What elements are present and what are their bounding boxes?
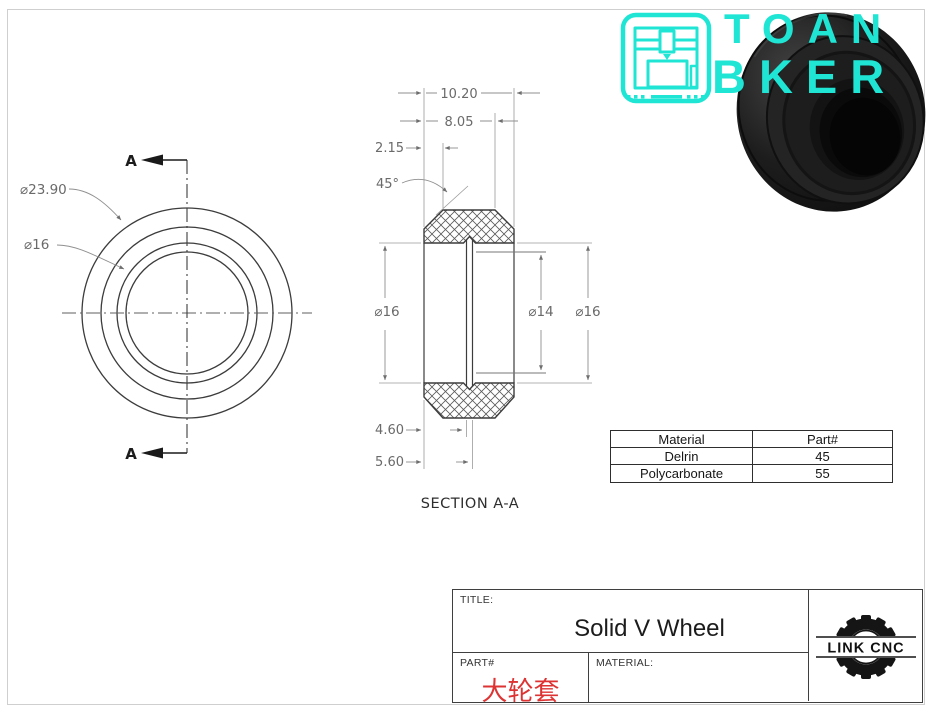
dim-bore-center: ⌀14	[528, 254, 554, 371]
extension-lines	[379, 88, 592, 469]
svg-text:⌀14: ⌀14	[528, 304, 553, 320]
section-bore14-edges	[476, 251, 546, 374]
section-marker-bottom: A	[125, 445, 137, 463]
section-cut-arrow-top: A	[125, 152, 187, 170]
svg-text:2.15: 2.15	[375, 141, 404, 156]
title-block: TITLE: Solid V Wheel PART# 大轮套 MATERIAL:	[452, 589, 923, 706]
section-caption: SECTION A-A	[421, 496, 519, 512]
section-bore-edges	[423, 240, 515, 386]
dim-outer-diameter: ⌀23.90	[20, 182, 67, 198]
section-body	[423, 209, 515, 419]
materials-col-header: Material	[611, 431, 753, 448]
part-col-header: Part#	[753, 431, 892, 448]
part-number-cell: PART# 大轮套	[453, 653, 589, 706]
part-number-value: 大轮套	[481, 676, 560, 706]
dim-pocket-a: 4.60	[375, 423, 463, 438]
table-row-part: 45	[753, 448, 892, 465]
dim-bore-left: ⌀16	[374, 245, 400, 381]
logo-text: LINK CNC	[827, 641, 904, 657]
table-row-material: Delrin	[611, 448, 753, 465]
dim-chamfer-width: 2.15	[375, 141, 458, 156]
dim-face-width: 8.05	[400, 115, 518, 130]
title-cell: TITLE: Solid V Wheel	[453, 590, 808, 653]
link-cnc-logo: LINK CNC	[814, 615, 918, 679]
svg-text:5.60: 5.60	[375, 455, 404, 470]
dim-pocket-b: 5.60	[375, 455, 469, 470]
dim-chamfer-angle: 45°	[376, 177, 448, 193]
leader-outer-diameter: ⌀23.90	[20, 182, 122, 221]
drawing-title: Solid V Wheel	[574, 615, 725, 642]
part-label: PART#	[460, 657, 495, 669]
material-label: MATERIAL:	[596, 657, 654, 669]
gear-icon: LINK CNC	[814, 615, 918, 679]
printer-icon	[620, 12, 712, 104]
leader-inner-diameter: ⌀16	[24, 237, 125, 270]
brand-wordmark: TOAN BKER	[712, 5, 898, 103]
svg-text:⌀16: ⌀16	[374, 304, 399, 320]
brand-line1: TOAN	[724, 5, 895, 52]
sheet-border	[7, 9, 925, 705]
dim-bore-right: ⌀16	[575, 245, 601, 381]
company-logo-cell: LINK CNC	[808, 590, 922, 701]
table-row-material: Polycarbonate	[611, 465, 753, 482]
material-cell: MATERIAL:	[589, 653, 808, 702]
table-row-part: 55	[815, 466, 830, 481]
svg-text:10.20: 10.20	[440, 87, 477, 102]
dim-inner-diameter: ⌀16	[24, 237, 49, 253]
materials-table: Material Part# Delrin 45 Polycarbonate 5…	[610, 430, 893, 483]
svg-text:45°: 45°	[376, 177, 399, 192]
section-marker-top: A	[125, 152, 137, 170]
section-cut-arrow-bottom: A	[125, 445, 187, 463]
title-label: TITLE:	[460, 594, 494, 606]
svg-text:4.60: 4.60	[375, 423, 404, 438]
svg-text:⌀16: ⌀16	[575, 304, 600, 320]
brand-line2: BKER	[712, 50, 898, 103]
wheel-3d-render	[736, 12, 926, 212]
svg-text:8.05: 8.05	[445, 115, 474, 130]
dim-overall-width: 10.20	[398, 87, 540, 102]
